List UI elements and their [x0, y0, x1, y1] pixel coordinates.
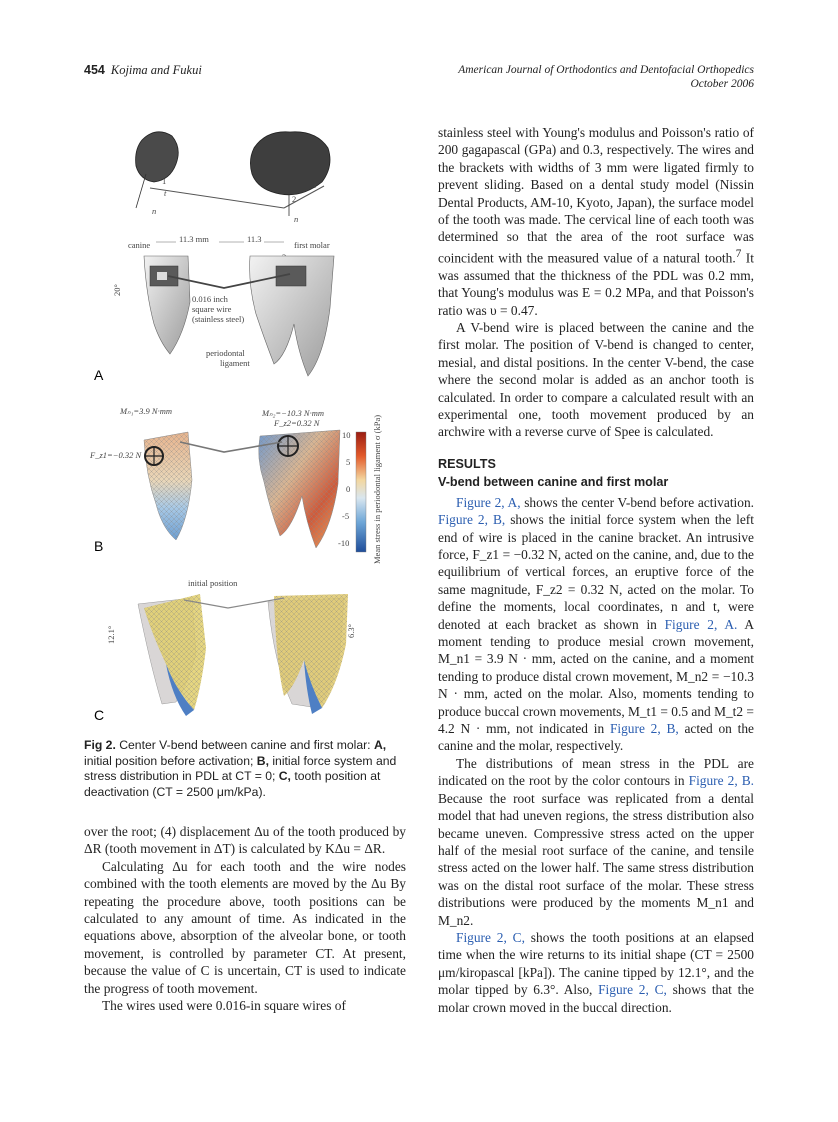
label-force-z1: F_z1=−0.32 N	[89, 450, 142, 460]
label-wire-1: 0.016 inch	[192, 294, 229, 304]
caption-text-3: initial force system and stress distribu…	[84, 753, 397, 784]
label-molar-tip-angle: 6.3°	[346, 624, 356, 638]
label-n-right: n	[294, 214, 298, 224]
label-first-molar: first molar	[294, 240, 330, 250]
scale-axis-label: Mean stress in periodontal ligament σ (k…	[372, 415, 382, 564]
left-paragraph-3: The wires used were 0.016-in square wire…	[102, 998, 346, 1014]
figure-link[interactable]: Figure 2, B,	[438, 512, 506, 528]
molar-occlusal-view	[250, 131, 331, 196]
left-column-text: over the root; (4) displacement Δu of th…	[84, 823, 406, 1014]
panel-a: 1 2 3 n n t t canine 11.3 mm 11.3 first …	[94, 131, 335, 383]
subsection-heading: V-bend between canine and first molar	[438, 474, 669, 489]
label-pdl-2: ligament	[220, 358, 250, 368]
right-p1-text-2: It was assumed that the thickness of the…	[438, 250, 754, 318]
scale-tick-0: 0	[346, 484, 350, 494]
issue-date: October 2006	[690, 78, 754, 90]
caption-text-1: Center V-bend between canine and first m…	[115, 738, 374, 752]
journal-title: American Journal of Orthodontics and Den…	[458, 64, 754, 76]
right-p5-text-a: shows the tooth positions at an elapsed …	[438, 929, 755, 998]
right-paragraph-2: A V-bend wire is placed between the cani…	[438, 319, 754, 440]
caption-a: A,	[373, 738, 387, 752]
scale-tick-neg10: -10	[338, 538, 349, 548]
scale-tick-5: 5	[346, 457, 350, 467]
label-n-left: n	[152, 206, 156, 216]
figure-link[interactable]: Figure 2, C,	[456, 929, 525, 945]
right-column-text: stainless steel with Young's modulus and…	[438, 124, 754, 1016]
label-distance-1: 11.3 mm	[179, 234, 209, 244]
caption-fig-label: Fig 2.	[84, 738, 116, 752]
label-initial-position: initial position	[188, 578, 238, 588]
right-p4-text-a: The distributions of mean stress in the …	[438, 755, 754, 789]
label-angle-20: 20°	[112, 284, 122, 296]
figure-link[interactable]: Figure 2, B,	[609, 721, 679, 737]
panel-b-letter: B	[94, 538, 103, 554]
figure-link[interactable]: Figure 2, B.	[688, 773, 755, 789]
page-number: 454	[84, 63, 105, 77]
label-moment-n1: Mₙ₁=3.9 N·mm	[119, 406, 172, 416]
figure-caption: Fig 2. Center V-bend between canine and …	[84, 738, 406, 800]
caption-b: B,	[256, 753, 269, 768]
right-paragraph-1: stainless steel with Young's modulus and…	[438, 124, 754, 319]
left-paragraph-1: over the root; (4) displacement Δu of th…	[84, 824, 406, 857]
right-paragraph-4: The distributions of mean stress in the …	[438, 755, 754, 929]
running-authors: Kojima and Fukui	[110, 63, 202, 77]
label-force-z2: F_z2=0.32 N	[273, 418, 321, 428]
v-bend-wire	[167, 273, 291, 289]
scale-tick-neg5: -5	[342, 511, 349, 521]
label-num2: 2	[292, 194, 296, 204]
label-pdl-1: periodontal	[206, 348, 245, 358]
running-header-left: 454 Kojima and Fukui	[84, 63, 202, 78]
label-canine-tip-angle: 12.1°	[106, 626, 116, 644]
figure-link[interactable]: Figure 2, C,	[598, 982, 667, 998]
right-p3-text-a: shows the center V-bend before activatio…	[520, 494, 754, 510]
right-p5-text-b: shows that the molar crown moved in the …	[438, 982, 754, 1015]
label-num1: 1	[162, 176, 166, 186]
citation-7[interactable]: 7	[735, 247, 742, 260]
scale-tick-10: 10	[342, 430, 351, 440]
right-p3-text-c: A moment tending to produce mesial crown…	[438, 616, 755, 737]
right-paragraph-3: Figure 2, A, shows the center V-bend bef…	[438, 494, 754, 755]
caption-text-2: initial position before activation;	[84, 753, 257, 768]
label-wire-3: (stainless steel)	[192, 314, 244, 324]
panel-c: initial position 12.1° 6.3° C	[94, 578, 356, 723]
wire-panel-b	[179, 441, 283, 453]
caption-c: C,	[278, 769, 291, 783]
label-t-left: t	[164, 188, 167, 198]
right-p3-text-d: acted on the canine and the molar, respe…	[438, 721, 754, 754]
label-canine: canine	[128, 240, 150, 250]
figure-link[interactable]: Figure 2, A,	[456, 494, 521, 510]
right-p1-text: stainless steel with Young's modulus and…	[438, 125, 754, 266]
panel-a-letter: A	[94, 367, 104, 383]
label-distance-2: 11.3	[247, 234, 262, 244]
running-header-right: American Journal of Orthodontics and Den…	[458, 63, 754, 91]
figure-2-illustration: 1 2 3 n n t t canine 11.3 mm 11.3 first …	[89, 131, 382, 723]
canine-occlusal-view	[135, 131, 179, 183]
section-heading-results: RESULTS	[438, 456, 496, 471]
right-paragraph-5: Figure 2, C, shows the tooth positions a…	[438, 929, 754, 1016]
figure-link[interactable]: Figure 2, A.	[664, 616, 738, 632]
right-p3-text-b: shows the initial force system when the …	[438, 512, 754, 632]
label-wire-2: square wire	[192, 304, 232, 314]
panel-b: Mₙ₁=3.9 N·mm Mₙ₂=−10.3 N·mm F_z2=0.32 N …	[89, 406, 382, 564]
stress-color-scale	[355, 431, 367, 553]
caption-text-4: tooth position at deactivation (CT = 250…	[84, 769, 381, 799]
molar-3d	[249, 255, 335, 377]
label-t-right: t	[314, 180, 317, 190]
panel-c-letter: C	[94, 707, 104, 723]
label-moment-n2: Mₙ₂=−10.3 N·mm	[261, 408, 324, 418]
left-paragraph-2: Calculating Δu for each tooth and the wi…	[84, 858, 406, 996]
right-p4-text-b: Because the root surface was replicated …	[438, 790, 754, 928]
figure-2: 1 2 3 n n t t canine 11.3 mm 11.3 first …	[84, 124, 406, 728]
